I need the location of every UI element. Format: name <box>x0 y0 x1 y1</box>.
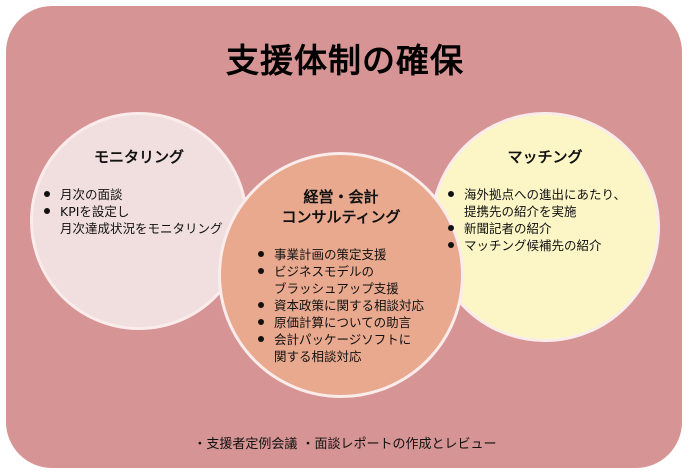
list-item-text: 月次の面談 <box>60 187 123 202</box>
list-item: 事業計画の策定支援 <box>254 246 454 263</box>
matching-circle <box>430 112 660 342</box>
consulting-list: 事業計画の策定支援 ビジネスモデルの ブラッシュアップ支援 資本政策に関する相談… <box>254 246 454 365</box>
footer-note: ・支援者定例会議 ・面談レポートの作成とレビュー <box>193 437 497 452</box>
monitoring-list: 月次の面談 KPIを設定し 月次達成状況をモニタリング <box>40 186 250 237</box>
list-item-text: KPIを設定し 月次達成状況をモニタリング <box>60 204 223 236</box>
list-item: 月次の面談 <box>40 186 250 203</box>
list-item: ビジネスモデルの ブラッシュアップ支援 <box>254 263 454 297</box>
list-item: 海外拠点への進出にあたり、 提携先の紹介を実施 <box>444 186 654 220</box>
list-item-text: マッチング候補先の紹介 <box>464 238 602 253</box>
consulting-title: 経営・会計 コンサルティング <box>281 188 401 226</box>
matching-title: マッチング <box>507 148 583 166</box>
page-title: 支援体制の確保 <box>226 41 464 80</box>
list-item: 原価計算についての助言 <box>254 314 454 331</box>
list-item-text: ビジネスモデルの ブラッシュアップ支援 <box>274 264 399 296</box>
list-item: 会計パッケージソフトに 関する相談対応 <box>254 331 454 365</box>
matching-list: 海外拠点への進出にあたり、 提携先の紹介を実施 新聞記者の紹介 マッチング候補先… <box>444 186 654 254</box>
list-item-text: 海外拠点への進出にあたり、 提携先の紹介を実施 <box>464 187 627 219</box>
list-item-text: 新聞記者の紹介 <box>464 221 552 236</box>
monitoring-title: モニタリング <box>93 148 184 166</box>
list-item-text: 原価計算についての助言 <box>274 315 412 330</box>
list-item: 新聞記者の紹介 <box>444 220 654 237</box>
list-item-text: 会計パッケージソフトに 関する相談対応 <box>274 332 412 364</box>
list-item: 資本政策に関する相談対応 <box>254 297 454 314</box>
monitoring-circle <box>30 112 248 330</box>
list-item: マッチング候補先の紹介 <box>444 237 654 254</box>
consulting-circle <box>218 152 464 398</box>
list-item: KPIを設定し 月次達成状況をモニタリング <box>40 203 250 237</box>
list-item-text: 事業計画の策定支援 <box>274 247 387 262</box>
list-item-text: 資本政策に関する相談対応 <box>274 298 425 313</box>
